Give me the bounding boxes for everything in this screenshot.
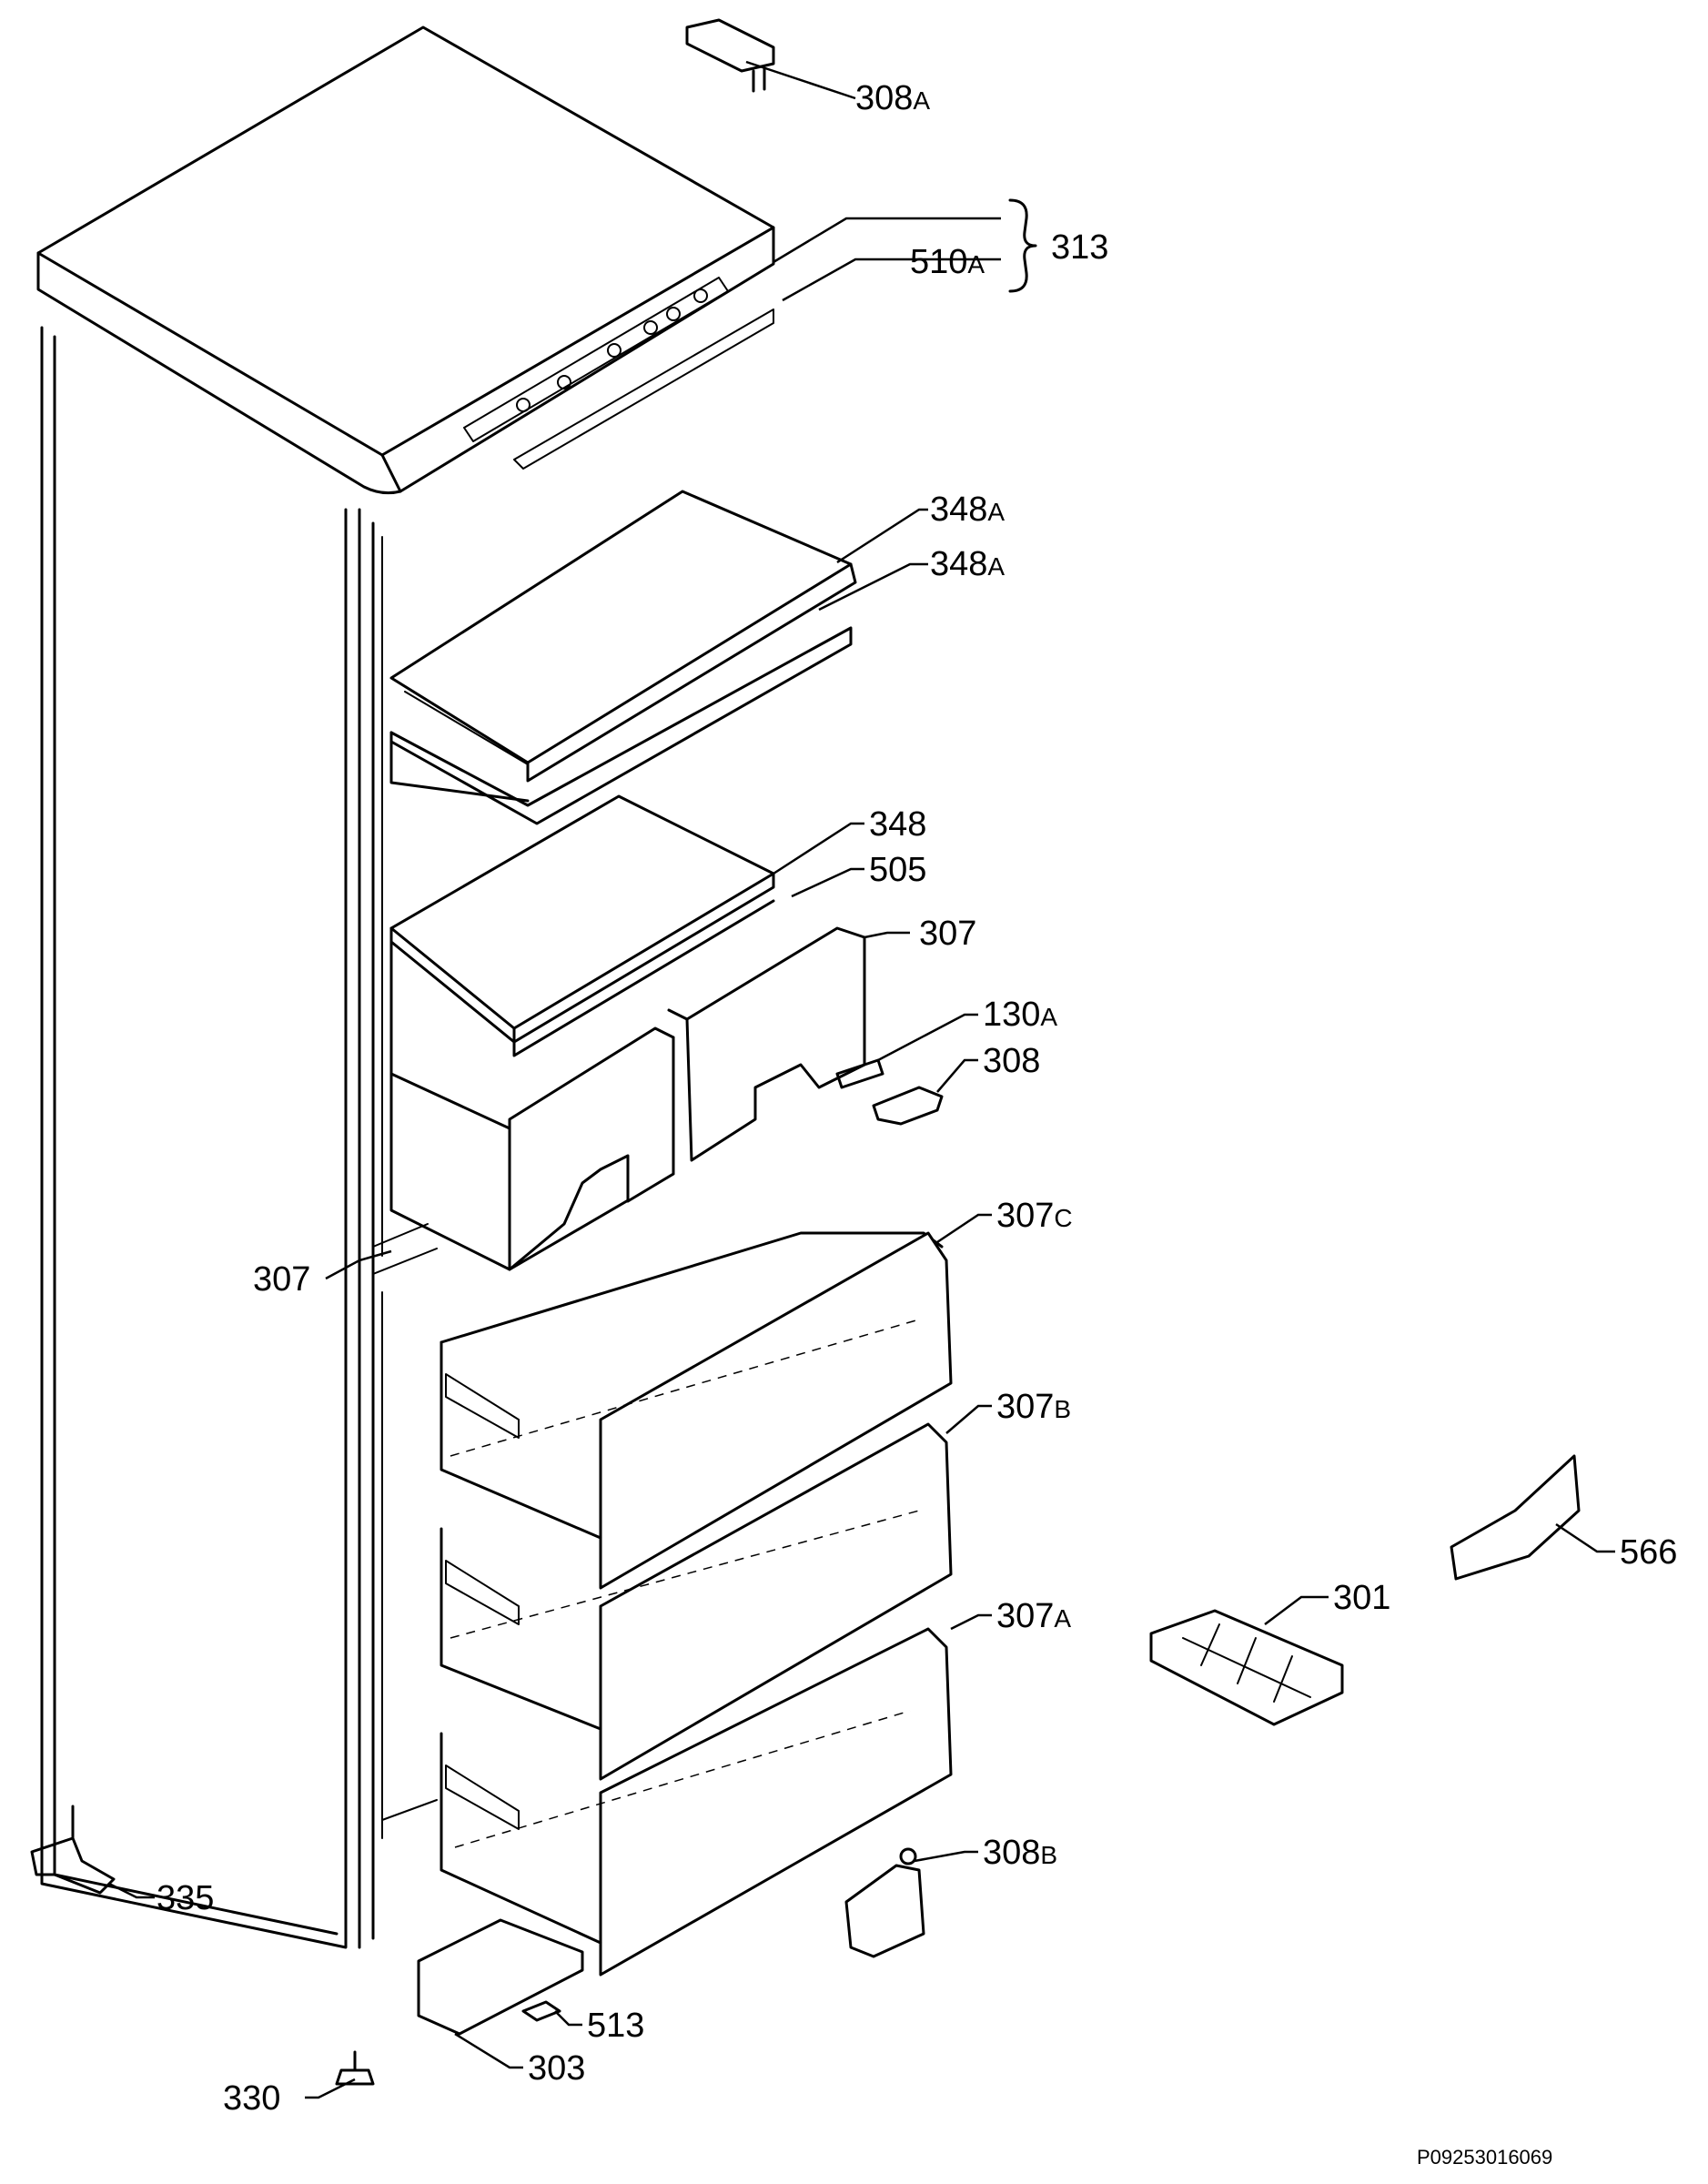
basket-left bbox=[389, 935, 675, 1271]
label-307b: 307B bbox=[996, 1388, 1071, 1426]
label-307-right: 307 bbox=[919, 915, 976, 953]
label-313: 313 bbox=[1051, 228, 1108, 267]
label-348a-middle: 348A bbox=[930, 545, 1005, 583]
label-303: 303 bbox=[528, 2049, 585, 2088]
drawer-bottom bbox=[440, 1627, 953, 1977]
label-307c: 307C bbox=[996, 1197, 1073, 1235]
callout-labels: 308A 313 510A 348A 348A 348 505 307 130A… bbox=[157, 79, 1677, 2118]
hinge-bottom-left bbox=[30, 1805, 116, 1895]
small-bracket bbox=[835, 1058, 884, 1089]
label-505: 505 bbox=[869, 851, 926, 889]
grouping-brace bbox=[1008, 198, 1037, 293]
label-308b: 308B bbox=[983, 1834, 1057, 1872]
adjustable-foot bbox=[335, 2050, 375, 2086]
label-308: 308 bbox=[983, 1042, 1040, 1080]
leader-lines bbox=[108, 60, 1615, 2099]
basket-right bbox=[667, 926, 866, 1162]
ice-scraper bbox=[1450, 1454, 1581, 1581]
glass-shelf-upper bbox=[389, 490, 857, 783]
label-348: 348 bbox=[869, 805, 926, 844]
label-301: 301 bbox=[1333, 1579, 1390, 1617]
label-566: 566 bbox=[1620, 1533, 1677, 1572]
drawer-top bbox=[440, 1231, 953, 1590]
base-grille bbox=[417, 1918, 584, 2036]
top-cover bbox=[36, 25, 775, 495]
glass-shelf-middle bbox=[389, 626, 853, 825]
glass-shelf-lower bbox=[389, 794, 775, 1057]
document-code: P09253016069 bbox=[1417, 2146, 1552, 2169]
hinge-middle bbox=[872, 1086, 944, 1126]
clip-part bbox=[521, 2000, 561, 2022]
label-307-left: 307 bbox=[253, 1260, 310, 1299]
cabinet-body bbox=[40, 326, 438, 1949]
hinge-bottom-right bbox=[844, 1847, 925, 1958]
label-513: 513 bbox=[587, 2007, 644, 2045]
label-510a: 510A bbox=[910, 243, 985, 281]
hinge-top bbox=[685, 18, 775, 93]
label-130a: 130A bbox=[983, 996, 1057, 1034]
drawer-middle bbox=[440, 1422, 953, 1781]
label-330: 330 bbox=[223, 2079, 280, 2118]
ice-tray bbox=[1149, 1609, 1344, 1726]
label-307a: 307A bbox=[996, 1597, 1071, 1635]
label-348a-upper: 348A bbox=[930, 490, 1005, 529]
label-335: 335 bbox=[157, 1879, 214, 1917]
label-308a: 308A bbox=[855, 79, 930, 117]
